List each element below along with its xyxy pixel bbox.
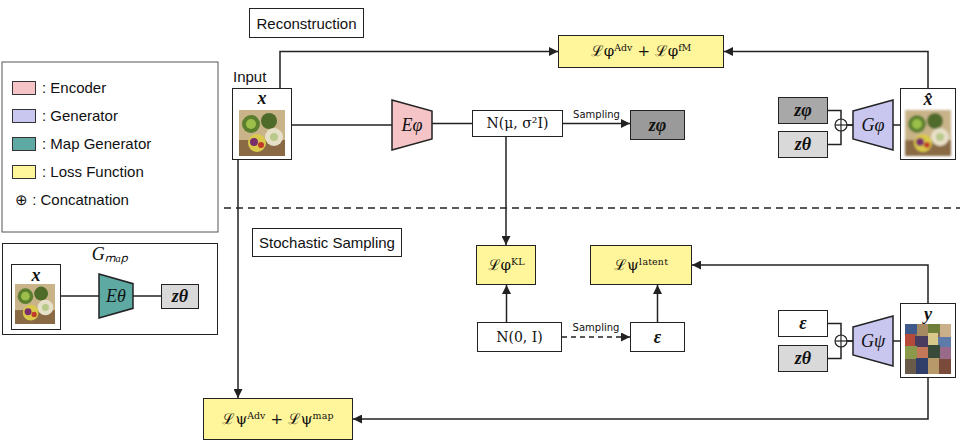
node-text: zθ [795,135,811,154]
node-text: zφ [649,116,667,135]
node-text: Gₘₐₚ [92,245,128,264]
legend-text: : Loss Function [42,162,144,181]
legend-text: : Generator [42,106,118,125]
block-outline [392,100,432,150]
node-text: zθ [795,349,811,368]
node-text: N(0, I) [496,328,543,347]
output-image-box: x̂ [900,88,956,160]
connector [353,378,928,419]
concat-symbol [835,119,847,131]
map-input-image [15,284,55,324]
latent-code-box: zφ [630,110,685,140]
legend-swatch [12,137,36,151]
node-text: Reconstruction [256,14,356,33]
legend-frame [2,62,218,232]
node-text: zφ [794,101,812,120]
legend-swatch [12,165,36,179]
loss-box: ℒφᴬᵈᵛ + ℒφᶠᴹ [558,35,724,68]
map-code-box: zθ [778,131,828,158]
latent-code-box: zφ [778,97,828,124]
legend-item: : Generator [12,106,118,125]
generator-block: Gψ [853,316,893,366]
node-text: x̂ [924,90,933,109]
node-text: Eθ [106,287,126,306]
distribution-box: N(0, I) [477,322,562,352]
legend-text: : Encoder [42,78,106,97]
connector [562,336,630,338]
node-text: x [32,266,41,285]
connector [237,160,239,398]
loss-box: ℒψˡᵃᵗᵉⁿᵗ [590,245,692,285]
node-text: Input [233,67,266,87]
map-generator-panel: Gₘₐₚ xEθ zθ [2,243,218,335]
section-title: Stochastic Sampling [252,228,402,257]
node-text: ℒφᴬᵈᵛ + ℒφᶠᴹ [591,42,692,61]
node-text: Gψ [861,332,885,351]
node-text: zθ [172,287,188,306]
node-text: ε [654,328,661,347]
legend-text: ⊕ : Concatnation [15,190,129,209]
input-image-box: Inputx [232,88,292,160]
node-text: ε [799,314,806,333]
node-text: ℒψˡᵃᵗᵉⁿᵗ [614,256,668,275]
section-title: Reconstruction [249,8,364,38]
connector [506,285,508,322]
node-text: Gφ [862,116,885,135]
edge-label: Sampling [572,322,621,334]
node-text: Eφ [402,116,423,135]
legend-item: : Encoder [12,78,106,97]
noise-box: ε [778,310,828,337]
sampled-image [905,324,951,374]
map-code-box: zθ [778,345,828,372]
node-text: N(μ, σ²I) [487,114,549,133]
distribution-box: N(μ, σ²I) [472,110,563,137]
input-image [239,110,285,156]
connector [893,340,900,342]
connector [61,295,99,297]
edge-label: Sampling [572,109,621,121]
map-input-box: x [11,264,61,330]
block-outline [853,316,893,366]
generator-block: Gφ [853,100,893,150]
legend-item: ⊕ : Concatnation [15,190,129,209]
connector [893,124,900,126]
connector [292,124,392,126]
section-divider [224,207,960,209]
encoder-block: Eφ [392,100,432,150]
connector [133,295,161,297]
connector [692,265,928,303]
block-outline [99,274,133,318]
legend-text: : Map Generator [42,134,151,153]
legend-swatch [12,81,36,95]
reconstructed-image [905,110,951,156]
legend-swatch [12,109,36,123]
edge-label-holder: Sampling [572,322,621,334]
node-text: ℒψᴬᵈᵛ + ℒψᵐᵃᵖ [222,410,333,429]
loss-box: ℒφᴷᴸ [476,245,536,285]
node-text: Stochastic Sampling [259,233,395,252]
connector [432,123,472,125]
node-text: y [924,305,932,324]
connector [505,137,507,245]
edge-label-holder: Sampling [572,109,621,121]
map-code-box: zθ [161,284,199,309]
connector [657,285,659,322]
block-outline [853,100,893,150]
node-text: ℒφᴷᴸ [488,256,525,275]
node-text: x [258,89,267,108]
connector [563,123,630,125]
connector [280,52,558,89]
map-encoder-block: Eθ [99,274,133,318]
sample-image-box: y [900,303,956,378]
concat-symbol [835,335,847,347]
legend-item: : Loss Function [12,162,144,181]
loss-box: ℒψᴬᵈᵛ + ℒψᵐᵃᵖ [203,398,353,440]
noise-box: ε [630,322,685,352]
legend-item: : Map Generator [12,134,151,153]
connector [724,52,928,89]
